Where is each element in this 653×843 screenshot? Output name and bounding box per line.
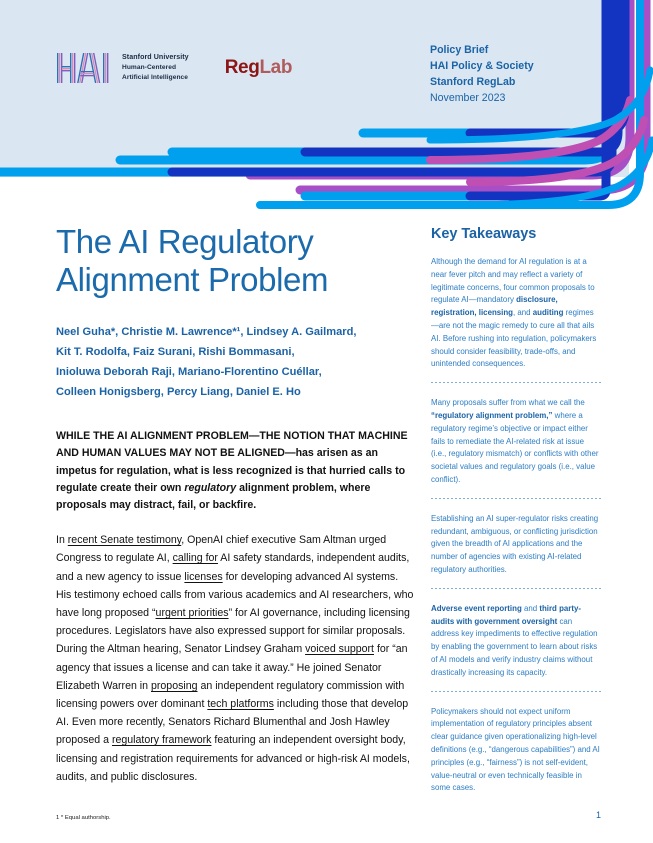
page-title: The AI Regulatory Alignment Problem [56, 223, 416, 300]
header-meta-lab: Stanford RegLab [430, 76, 516, 89]
takeaway-text: Policymakers should not expect uniform i… [431, 706, 600, 793]
takeaway-item: Many proposals suffer from what we call … [431, 397, 601, 487]
header-meta-program: HAI Policy & Society [430, 60, 534, 73]
body-text: an independent regulatory commission wit… [56, 679, 405, 711]
takeaway-emphasis: “regulatory alignment problem,” [431, 410, 553, 420]
body-link-text[interactable]: recent Senate testimony [67, 534, 182, 547]
takeaway-text: Although the demand for AI regulation is… [431, 257, 595, 305]
body-text: AI safety standards, independent audits,… [56, 552, 410, 583]
page-title-line-2: Alignment Problem [56, 261, 329, 299]
body-text: for “an agency that issues a license and… [56, 643, 408, 692]
takeaway-emphasis: Adverse event reporting [431, 603, 522, 613]
header-meta-date: November 2023 [430, 92, 506, 105]
body-link-text[interactable]: proposing [151, 679, 198, 692]
takeaway-item: Establishing an AI super-regulator risks… [431, 513, 601, 577]
page-number: 1 [595, 810, 601, 821]
takeaway-text: regimes—are not the magic remedy to cure… [431, 308, 597, 369]
reglab-logo-lab: Lab [259, 57, 293, 79]
lede-paragraph: WHILE THE AI ALIGNMENT PROBLEM—THE NOTIO… [56, 428, 416, 514]
lede-caps: WHILE THE AI ALIGNMENT PROBLEM—THE NOTIO… [56, 430, 408, 460]
lede-rest-a: has arisen as an impetus for regulation,… [56, 447, 406, 494]
takeaway-emphasis: disclosure, registration, licensing [431, 295, 558, 318]
body-text: In [56, 534, 68, 547]
main-column: The AI Regulatory Alignment Problem Neel… [56, 213, 416, 822]
author-line: Inioluwa Deborah Raji, Mariano-Florentin… [56, 365, 322, 378]
page-title-line-1: The AI Regulatory [56, 223, 314, 260]
takeaway-text: , and [513, 308, 533, 318]
hai-wordmark-line-1: Stanford University [122, 53, 189, 61]
body-link-text[interactable]: licenses [184, 570, 223, 583]
takeaway-divider [431, 690, 601, 692]
key-takeaways-sidebar: Key Takeaways Although the demand for AI… [431, 226, 601, 820]
header-background-band [0, 0, 629, 177]
hai-wordmark-line-3: Artificial Intelligence [122, 74, 189, 82]
page-header: Stanford University Human-Centered Artif… [0, 0, 653, 213]
author-list: Neel Guha*, Christie M. Lawrence*¹, Lind… [56, 322, 416, 403]
takeaway-text: Many proposals suffer from what we call … [431, 398, 585, 408]
reglab-logo: RegLab [224, 57, 293, 79]
takeaway-divider [431, 382, 601, 384]
takeaway-emphasis: third party-audits with government overs… [431, 603, 581, 626]
body-text: including those that develop AI. Even mo… [56, 698, 409, 747]
author-line: Colleen Honigsberg, Percy Liang, Daniel … [56, 386, 301, 399]
takeaway-text: where a regulatory regime’s objective or… [431, 410, 599, 484]
takeaway-text: can address key impediments to effective… [431, 616, 598, 677]
body-link-text[interactable]: urgent priorities [155, 606, 229, 619]
takeaway-text: Establishing an AI super-regulator risks… [431, 513, 599, 574]
takeaway-divider [431, 497, 601, 499]
body-text: for developing advanced AI systems. His … [56, 570, 414, 619]
body-text: , OpenAI chief executive Sam Altman urge… [56, 534, 387, 565]
footnote: 1 * Equal authorship. [56, 815, 111, 822]
takeaway-emphasis: auditing [532, 308, 564, 318]
stanford-hai-logo-icon [57, 52, 109, 83]
body-link-text[interactable]: tech platforms [207, 698, 274, 711]
takeaways-list: Although the demand for AI regulation is… [431, 256, 601, 795]
body-link-text[interactable]: voiced support [305, 643, 374, 656]
logo-row: Stanford University Human-Centered Artif… [56, 52, 292, 83]
body-link-text[interactable]: regulatory framework [111, 734, 212, 747]
body-text: ” for AI governance, including licensing… [56, 606, 410, 656]
body-paragraph: In recent Senate testimony, OpenAI chief… [56, 531, 416, 786]
lede-italic-word: regulatory [184, 481, 237, 494]
takeaway-item: Adverse event reporting and third party-… [431, 603, 601, 680]
takeaway-item: Policymakers should not expect uniform i… [431, 706, 601, 796]
body-text: featuring an independent oversight body,… [56, 734, 410, 783]
lede-rest-b: alignment problem, where proposals may d… [56, 481, 371, 511]
sidebar-title: Key Takeaways [431, 226, 537, 242]
reglab-logo-reg: Reg [224, 57, 260, 79]
body-link-text[interactable]: calling for [172, 552, 218, 565]
hai-wordmark-line-2: Human-Centered [122, 63, 177, 71]
header-meta-policy-brief: Policy Brief [430, 44, 489, 56]
header-meta-block: Policy Brief HAI Policy & Society Stanfo… [430, 42, 534, 106]
author-line: Neel Guha*, Christie M. Lawrence*¹, Lind… [56, 325, 357, 338]
author-line: Kit T. Rodolfa, Faiz Surani, Rishi Bomma… [56, 345, 295, 358]
takeaway-text: and [521, 603, 540, 613]
takeaway-item: Although the demand for AI regulation is… [431, 256, 601, 371]
hai-wordmark-text: Stanford University Human-Centered Artif… [122, 52, 189, 83]
takeaway-divider [431, 587, 601, 589]
